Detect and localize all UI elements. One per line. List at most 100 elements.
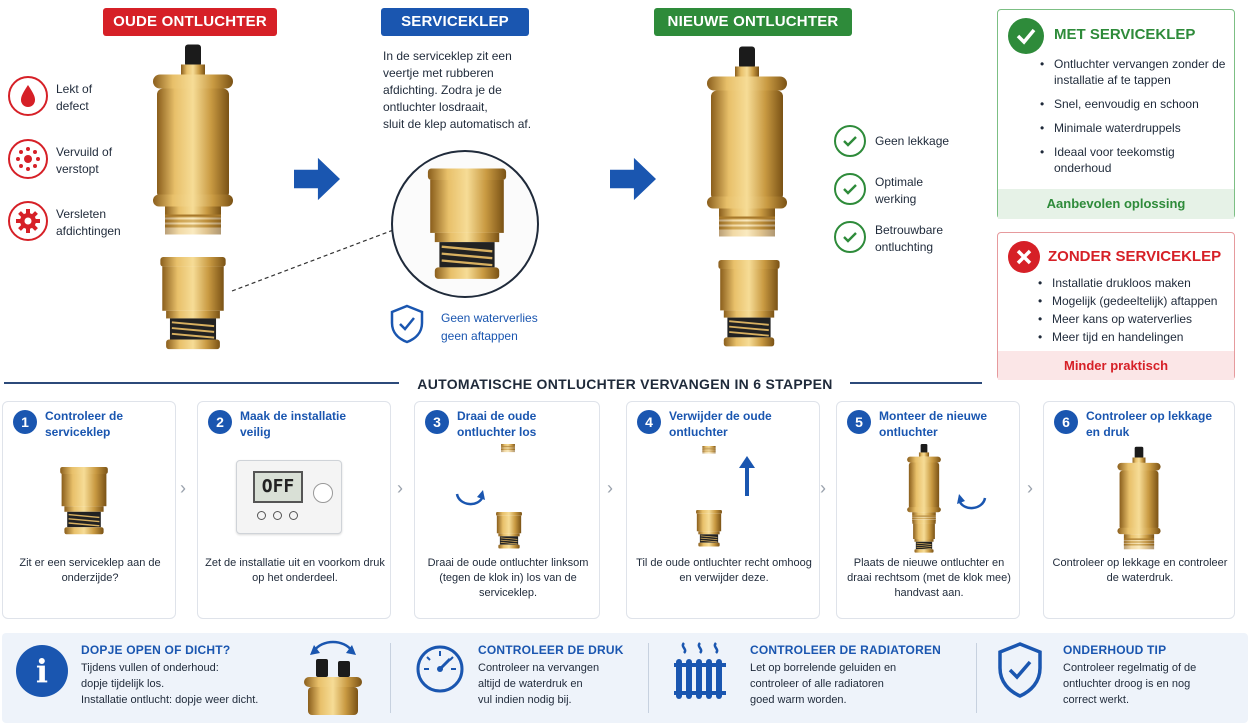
step-number: 3 xyxy=(425,410,449,434)
step-number: 6 xyxy=(1054,410,1078,434)
old-vent-image xyxy=(143,42,243,237)
vent-lower-image xyxy=(687,446,731,502)
step-number: 2 xyxy=(208,410,232,434)
chevron-right-icon: › xyxy=(397,478,403,498)
old-vent-badge: OUDE ONTLUCHTER xyxy=(103,8,277,36)
step-title: Maak de installatie veilig xyxy=(240,409,347,439)
step-description: Plaats de nieuwe ontluchter en draai rec… xyxy=(847,557,1011,599)
shield-text-line1: Geen waterverlies xyxy=(441,311,538,325)
tip-line: Let op borrelende geluiden en xyxy=(750,662,897,674)
step-title: Monteer de nieuwe ontluchter xyxy=(879,409,988,439)
divider-right xyxy=(850,382,982,384)
gear-icon xyxy=(8,201,48,241)
check-circle-icon xyxy=(834,221,866,253)
zonder-serviceklep-panel: ZONDER SERVICEKLEP Installatie drukloos … xyxy=(997,232,1235,380)
met-item: Snel, eenvoudig en schoon xyxy=(1040,96,1228,112)
thermostat-button xyxy=(257,511,266,520)
met-item: Ontluchter vervangen zonder de installat… xyxy=(1040,56,1228,88)
tip-line: controleer of alle radiatoren xyxy=(750,678,884,690)
problem-dirt: Vervuild of verstopt xyxy=(8,139,128,181)
tip-line: altijd de waterdruk en xyxy=(478,678,583,690)
met-title: MET SERVICEKLEP xyxy=(1054,26,1196,43)
problem-seals-line2: afdichtingen xyxy=(56,224,121,238)
step-card-6: 6 Controleer op lekkage en druk Controle… xyxy=(1043,401,1235,619)
met-serviceklep-panel: MET SERVICEKLEP Ontluchter vervangen zon… xyxy=(997,9,1235,219)
met-item: Minimale waterdruppels xyxy=(1040,120,1228,136)
rotate-left-icon xyxy=(455,490,485,506)
met-footer: Aanbevolen oplossing xyxy=(998,189,1234,219)
problem-seals: Versleten afdichtingen xyxy=(8,201,138,243)
step-description: Til de oude ontluchter recht omhoog en v… xyxy=(636,557,812,584)
close-circle-icon xyxy=(1008,241,1040,273)
valve-image xyxy=(693,510,725,548)
tip-title: CONTROLEER DE RADIATOREN xyxy=(750,643,942,657)
met-list: Ontluchter vervangen zonder de installat… xyxy=(1040,56,1228,176)
tip-line: Controleer na vervangen xyxy=(478,662,600,674)
tip-divider xyxy=(390,643,391,713)
problem-dirt-line2: verstopt xyxy=(56,162,99,176)
gauge-icon xyxy=(414,643,466,695)
zonder-item: Mogelijk (gedeeltelijk) aftappen xyxy=(1038,293,1234,309)
thermostat-dial xyxy=(313,483,333,503)
step-description: Controleer op lekkage en controleer de w… xyxy=(1052,557,1228,584)
divider-left xyxy=(4,382,399,384)
check-circle-icon xyxy=(834,125,866,157)
benefit-line1: Optimale xyxy=(875,175,924,189)
step-card-1: 1 Controleer de serviceklep Zit er een s… xyxy=(2,401,176,619)
problem-leak-line1: Lekt of xyxy=(56,82,93,96)
service-description: In de serviceklep zit een veertje met ru… xyxy=(383,48,583,133)
vent-image xyxy=(1112,446,1166,550)
tip-divider xyxy=(648,643,649,713)
problem-seals-line1: Versleten xyxy=(56,207,107,221)
tip-line: dopje tijdelijk los. xyxy=(81,678,165,690)
problem-leak-line2: defect xyxy=(56,99,89,113)
arrow-right-icon xyxy=(294,156,340,202)
step-number: 4 xyxy=(637,410,661,434)
thermostat-button xyxy=(273,511,282,520)
zoom-connector xyxy=(231,228,397,292)
benefit-line2: ontluchting xyxy=(875,240,934,254)
step-number: 1 xyxy=(13,410,37,434)
shield-check-icon xyxy=(996,641,1044,699)
met-item: Ideaal voor teekomstig onderhoud xyxy=(1040,144,1228,176)
tip-line: vul indien nodig bij. xyxy=(478,694,572,706)
tips-bar: i DOPJE OPEN OF DICHT? Tijdens vullen of… xyxy=(2,633,1248,723)
chevron-right-icon: › xyxy=(1027,478,1033,498)
thermostat-button xyxy=(289,511,298,520)
tip-title: CONTROLEER DE DRUK xyxy=(478,643,624,657)
valve-image xyxy=(909,520,939,554)
shield-text-line2: geen aftappen xyxy=(441,329,518,343)
old-valve-image xyxy=(153,257,233,353)
problem-leak: Lekt of defect xyxy=(8,76,118,118)
arrow-up-icon xyxy=(739,456,755,496)
zonder-footer: Minder praktisch xyxy=(998,351,1234,380)
rotate-right-icon xyxy=(957,494,987,510)
benefit-reliable: Betrouwbare ontluchting xyxy=(834,219,984,259)
service-line: ontluchter losdraait, xyxy=(383,100,488,114)
steps-title: AUTOMATISCHE ONTLUCHTER VERVANGEN IN 6 S… xyxy=(417,376,833,392)
vent-cap-image xyxy=(298,637,368,719)
check-circle-icon xyxy=(834,173,866,205)
benefit-no-leak: Geen lekkage xyxy=(834,125,984,159)
step-number: 5 xyxy=(847,410,871,434)
tip-line: ontluchter droog is en nog xyxy=(1063,678,1191,690)
valve-image xyxy=(56,466,112,538)
chevron-right-icon: › xyxy=(607,478,613,498)
info-icon: i xyxy=(16,645,68,697)
new-valve-image xyxy=(713,257,785,353)
service-line: sluit de klep automatisch af. xyxy=(383,117,532,131)
service-line: afdichting. Zodra je de xyxy=(383,83,502,97)
drop-icon xyxy=(8,76,48,116)
zonder-item: Meer kans op waterverlies xyxy=(1038,311,1234,327)
tip-title: DOPJE OPEN OF DICHT? xyxy=(81,643,231,657)
vent-lower-image xyxy=(485,444,531,504)
zonder-title: ZONDER SERVICEKLEP xyxy=(1048,248,1222,265)
step-title: Controleer de serviceklep xyxy=(45,409,124,439)
tip-line: correct werkt. xyxy=(1063,694,1130,706)
tip-divider xyxy=(976,643,977,713)
service-line: In de serviceklep zit een xyxy=(383,49,512,63)
dirt-icon xyxy=(8,139,48,179)
service-valve-badge: SERVICEKLEP xyxy=(381,8,529,36)
zonder-item: Meer tijd en handelingen xyxy=(1038,329,1234,345)
